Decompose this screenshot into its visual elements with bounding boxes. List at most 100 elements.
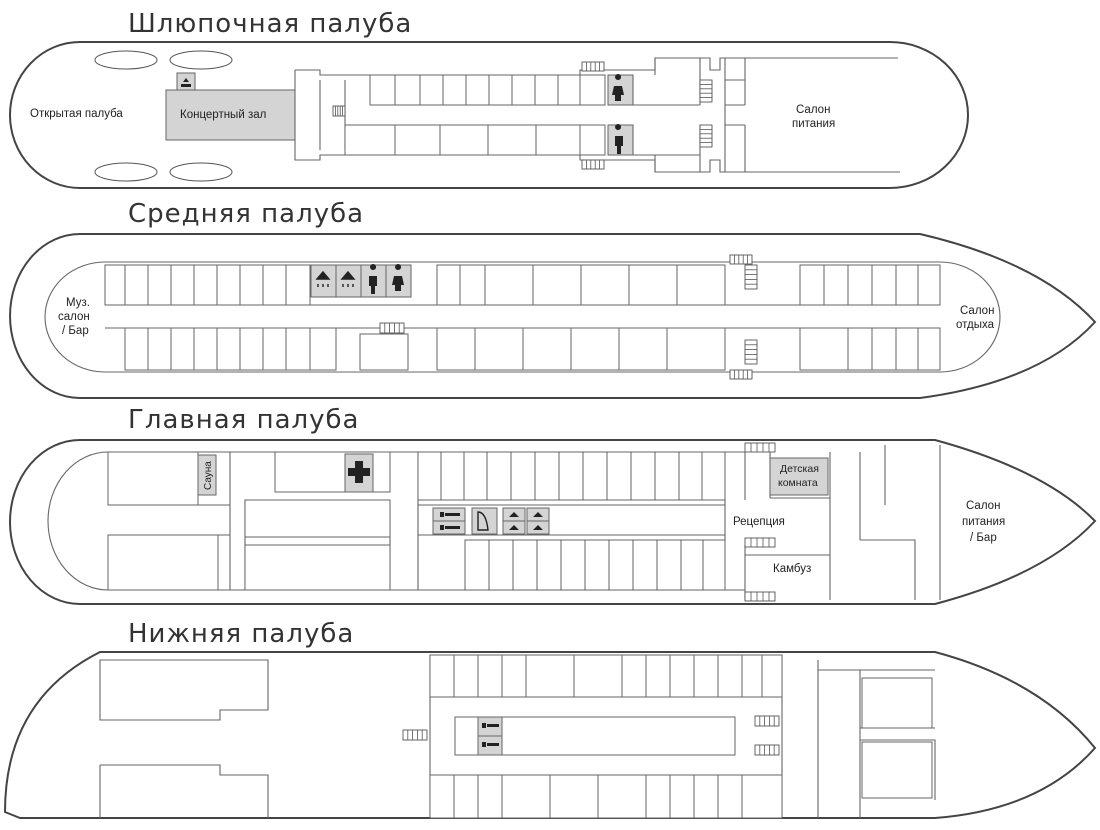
cabin <box>107 534 219 591</box>
music-salon-label: салон <box>58 311 90 323</box>
stairs <box>699 79 713 103</box>
stair-treads <box>745 344 757 360</box>
stairs <box>744 442 776 453</box>
cabins-middle-bottom-port <box>124 327 409 371</box>
stair-treads <box>700 128 712 144</box>
cabins-main-top <box>417 451 726 501</box>
deck-title-middle: Средняя палуба <box>128 199 364 229</box>
music-salon-label: / Бар <box>62 325 89 337</box>
dining-bar-label: / Бар <box>970 532 997 544</box>
boat-deck-hull <box>9 41 969 189</box>
man-icon <box>615 124 623 154</box>
stair-treads <box>586 62 600 71</box>
shower-icon <box>315 270 331 287</box>
stairs <box>744 591 776 602</box>
shower-icon <box>340 270 356 287</box>
open-deck-label: Открытая палуба <box>30 108 123 120</box>
lifeboat <box>94 50 158 70</box>
laundry-block <box>432 507 550 535</box>
stair-treads <box>700 84 712 98</box>
cabins-middle-bottom-mid <box>436 327 726 371</box>
dining-bar-label: Салон <box>966 500 1000 512</box>
rest-salon-label: отдыха <box>956 319 995 331</box>
deck-title-boat: Шлюпочная палуба <box>128 9 412 39</box>
cabin <box>861 677 933 729</box>
stair-treads <box>750 592 770 601</box>
dining-salon-label: питания <box>792 118 835 130</box>
lift-icon <box>509 512 543 530</box>
stairs <box>754 744 780 756</box>
cabin <box>861 741 933 799</box>
lower-deck: Нижняя палуба <box>3 619 1097 819</box>
stairs <box>699 124 713 148</box>
cabins-middle-top-stbd <box>799 264 941 306</box>
galley-label: Камбуз <box>773 563 811 575</box>
stairs <box>744 339 758 365</box>
deck-title-main: Главная палуба <box>128 405 359 435</box>
stairs <box>581 159 605 170</box>
kids-room-label: комната <box>778 477 818 489</box>
lift-icon <box>181 78 191 87</box>
stair-treads <box>750 538 770 547</box>
cabins-main-bottom <box>464 539 726 591</box>
stair-treads <box>750 443 770 452</box>
middle-deck: Средняя палуба <box>9 199 1097 399</box>
cabin <box>107 451 199 506</box>
dining-salon-label: Салон <box>796 104 830 116</box>
concert-hall-label: Концертный зал <box>180 109 266 121</box>
washing-machine-icon <box>440 512 460 530</box>
woman-icon <box>392 264 404 291</box>
stairs <box>581 61 605 72</box>
main-deck: Главная палуба Сауна <box>9 405 1097 605</box>
stairs <box>729 254 753 265</box>
stairs <box>744 537 776 548</box>
stairs <box>744 264 758 290</box>
cabins-bottom-row <box>344 124 606 156</box>
boat-deck: Шлюпочная палуба Открытая палуба Концерт… <box>9 9 969 189</box>
stair-treads <box>745 269 757 285</box>
kids-room-label: Детская <box>780 463 819 475</box>
stairs <box>754 715 780 727</box>
stair-treads <box>407 730 423 740</box>
stairs <box>379 322 405 334</box>
music-salon-label: Муз. <box>66 297 90 309</box>
kids-room <box>769 457 829 496</box>
cabins-middle-bottom-stbd <box>799 327 941 371</box>
stair-treads <box>759 745 775 755</box>
deck-title-lower: Нижняя палуба <box>128 619 354 649</box>
stair-treads <box>734 370 748 379</box>
stair-treads <box>759 716 775 726</box>
stair-treads <box>734 255 748 264</box>
shower-room <box>335 264 362 298</box>
woman-icon <box>612 74 624 101</box>
cabin <box>244 544 391 591</box>
cabins-middle-top-mid <box>436 264 726 306</box>
laundry-iron-icon <box>477 511 489 531</box>
lifeboat <box>169 50 233 70</box>
middle-deck-interior <box>44 261 1001 373</box>
lifeboat <box>169 162 233 182</box>
middle-deck-hull <box>9 233 1097 399</box>
lifeboat <box>94 162 158 182</box>
stairs <box>402 729 428 741</box>
stair-treads <box>334 106 344 116</box>
sauna <box>197 454 217 496</box>
reception-label: Рецепция <box>733 516 785 528</box>
cabins-middle-top-port <box>104 264 311 306</box>
stairs <box>332 105 346 117</box>
cabins-top-row <box>369 74 606 106</box>
cabins-lower-top <box>429 654 783 698</box>
medical-cross-icon <box>348 461 370 483</box>
dining-salon-boat <box>724 58 746 172</box>
man-icon <box>369 264 377 294</box>
cabins-lower-bottom <box>429 774 783 819</box>
shower-room <box>310 264 337 298</box>
washing-machine-icon <box>482 723 499 747</box>
cabin <box>244 499 391 538</box>
rest-salon-label: Салон <box>960 305 994 317</box>
sauna-label: Сауна <box>203 461 214 490</box>
stair-treads <box>384 323 400 333</box>
stair-treads <box>586 160 600 169</box>
dining-bar-label: питания <box>962 516 1005 528</box>
